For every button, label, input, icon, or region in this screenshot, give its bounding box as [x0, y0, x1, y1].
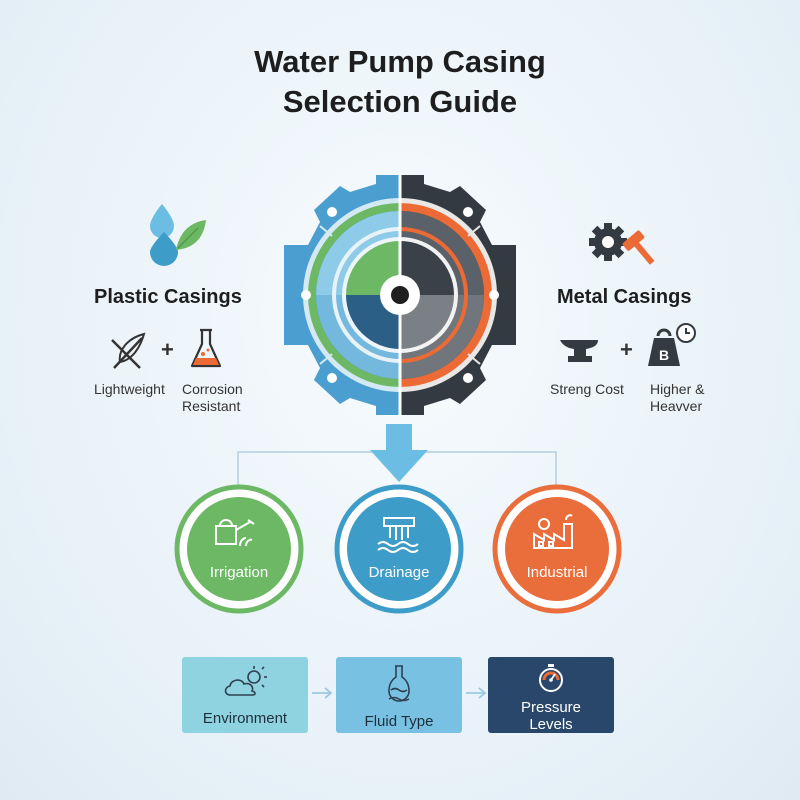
svg-text:B: B: [659, 347, 669, 363]
page-title: Water Pump Casing Selection Guide: [0, 42, 800, 122]
fluid-type-box: Fluid Type: [336, 657, 462, 733]
down-arrow-icon: [370, 424, 428, 482]
higher-heavier-label: Higher & Heavver: [650, 381, 704, 415]
drainage-circle: Drainage: [334, 484, 464, 614]
plus-sign-2: +: [620, 337, 633, 362]
watering-can-icon: [215, 519, 255, 547]
pump-casing-diagram: [284, 175, 516, 415]
drainage-label: Drainage: [368, 564, 430, 581]
corrosion-resistant-label: Corrosion Resistant: [182, 381, 243, 415]
industrial-circle: Industrial: [492, 484, 622, 614]
pressure-line: Pressure: [520, 699, 582, 716]
corrosion-line: Corrosion: [182, 381, 243, 397]
flask-icon: [190, 328, 222, 368]
levels-line: Levels: [529, 716, 573, 733]
factory-icon: [533, 514, 573, 549]
environment-label: Environment: [202, 710, 288, 727]
irrigation-label: Irrigation: [209, 564, 269, 581]
gear-hammer-icon: [589, 223, 655, 265]
right-arrow-icon-2: [466, 687, 487, 699]
feather-icon: [111, 332, 146, 369]
irrigation-circle: Irrigation: [174, 484, 304, 614]
anvil-icon: [560, 340, 598, 362]
resistant-line: Resistant: [182, 398, 241, 414]
weight-clock-icon: B: [648, 323, 696, 366]
plastic-casings-title: Plastic Casings: [94, 286, 242, 308]
plus-sign: +: [161, 337, 174, 362]
strength-cost-label: Streng Cost: [550, 381, 624, 397]
flask-wave-icon: [388, 665, 410, 702]
industrial-label: Industrial: [526, 564, 588, 581]
pressure-levels-label: Pressure Levels: [488, 699, 614, 733]
gauge-icon: [539, 664, 563, 692]
heavier-line: Heavver: [650, 398, 703, 414]
environment-box: Environment: [182, 657, 308, 733]
higher-line: Higher &: [650, 381, 705, 397]
lightweight-label: Lightweight: [94, 381, 165, 397]
pressure-levels-box: Pressure Levels: [488, 657, 614, 733]
right-arrow-icon: [312, 687, 333, 699]
title-line-1: Water Pump Casing: [254, 44, 546, 79]
plastic-half: [284, 175, 400, 415]
title-line-2: Selection Guide: [282, 84, 518, 119]
water-drop-leaf-icon: [150, 204, 206, 266]
fluid-type-label: Fluid Type: [364, 713, 434, 730]
metal-casings-title: Metal Casings: [557, 286, 692, 308]
cloud-sun-icon: [224, 666, 267, 696]
drainage-icon: [377, 517, 419, 553]
